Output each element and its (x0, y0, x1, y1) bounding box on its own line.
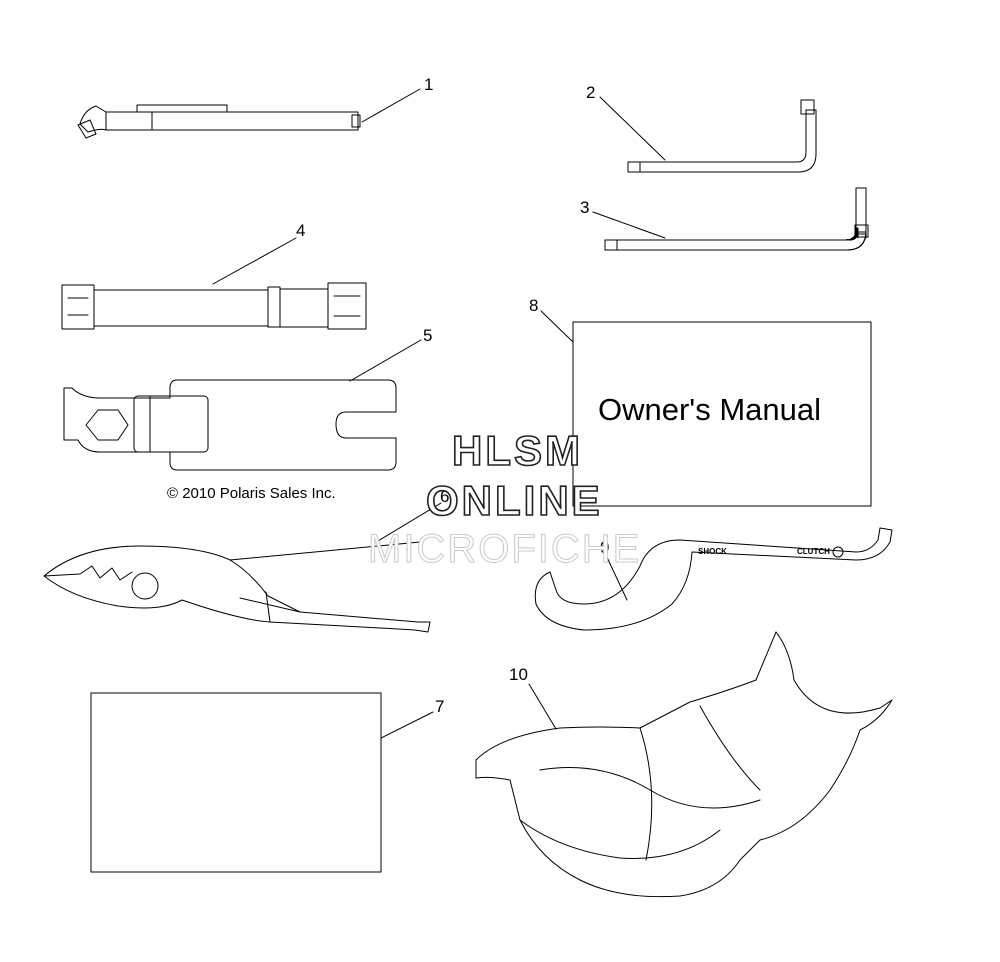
watermark-line1: HLSM (451, 426, 583, 475)
hex-key-short-icon (627, 99, 817, 173)
spark-plug-wrench-icon (61, 282, 367, 330)
callout-10: 10 (509, 665, 528, 684)
hex-key-long-icon (604, 187, 869, 251)
watermark-line2: ONLINE (425, 476, 603, 525)
spanner-clutch-label: CLUTCH (797, 547, 830, 556)
callout-1: 1 (424, 75, 434, 94)
blank-card-icon (90, 692, 382, 873)
combination-wrench-icon (63, 379, 397, 471)
callout-2: 2 (586, 83, 596, 102)
spanner-shock-label: SHOCK (698, 547, 727, 556)
leader-lines (212, 88, 666, 739)
spanner-wrench-icon (534, 527, 893, 631)
callout-3: 3 (580, 198, 590, 217)
manual-title: Owner's Manual (598, 392, 822, 427)
callout-5: 5 (423, 326, 433, 345)
tire-pressure-gauge-icon (77, 104, 361, 139)
callout-7: 7 (435, 697, 445, 716)
pliers-icon (43, 541, 431, 633)
watermark-line3: MICROFICHE (367, 527, 642, 572)
callout-4: 4 (296, 221, 306, 240)
owners-manual-icon (572, 321, 872, 507)
copyright-text: © 2010 Polaris Sales Inc. (167, 485, 336, 502)
callout-8: 8 (529, 296, 539, 315)
tool-pouch-icon (475, 631, 893, 898)
callout-9: 9 (600, 538, 610, 557)
callout-6: 6 (440, 487, 450, 506)
